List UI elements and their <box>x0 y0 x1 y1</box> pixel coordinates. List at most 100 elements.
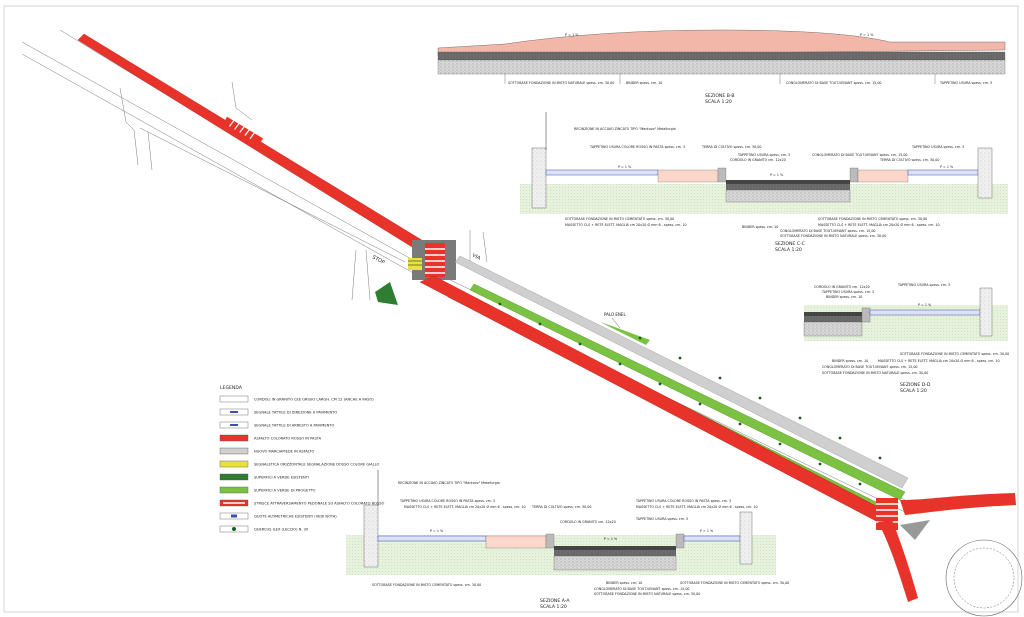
section-dd-bottom-2: MASSETTO CLS + RETE ELETT. MAGLIA cm 20x… <box>878 358 1000 363</box>
legend-item-label: QUOTE ALTIMETRICHE ESISTENTI (VEDI NOTA) <box>254 515 337 519</box>
section-bb-label-1: BINDER spess. cm. 10 <box>626 81 662 85</box>
section-cc-top-5: CONGLOMERATO DI BASE TOUT-VENANT spess. … <box>812 153 908 157</box>
section-bb-slope-right: P = 1 % <box>860 33 874 37</box>
legend-tactile-mark <box>230 424 238 426</box>
section-dd-bottom-1: BINDER spess. cm. 10 <box>832 359 868 363</box>
section-dd-base <box>803 321 863 337</box>
legend-item-label: STRISCE ATTRAVERSAMENTO PEDONALE SU ASFA… <box>254 502 384 506</box>
tree-row-lower <box>638 336 882 460</box>
section-cc-scale: SCALA 1:20 <box>775 247 802 253</box>
legend-item: SEGNALETICA ORIZZONTALE SEGNALAZIONE DOS… <box>219 460 379 468</box>
crossing-upper <box>222 116 264 146</box>
section-cc-top-3: TAPPETINO USURA spess. cm. 3 <box>737 153 790 157</box>
section-aa-binder <box>554 550 676 556</box>
section-cc-bottom-4: MASSETTO CLS + RETE ELETT. MAGLIA cm 20x… <box>818 222 940 227</box>
section-cc-slope-2: P = 1 % <box>940 165 953 169</box>
section-aa-bottom-0: SOTTOBASE FONDAZIONE IN MISTO CEMENTATO … <box>372 583 481 587</box>
section-dd: CORDOLO IN GRANITO cm. 12x20 TAPPETINO U… <box>803 283 1009 394</box>
legend-item: SUPERFICI A VERDE ESISTENTI <box>219 473 309 481</box>
section-cc-top-4: CORDOLO IN GRANITO cm. 12x20 <box>730 158 786 162</box>
section-aa-sidewalk-right <box>683 535 741 542</box>
section-cc-bottom-1: MASSETTO CLS + RETE ELETT. MAGLIA cm 20x… <box>565 222 687 227</box>
side-street-c <box>133 129 153 171</box>
red-lane-upper <box>77 33 426 256</box>
section-cc-binder <box>726 184 850 190</box>
green-palo-strip <box>600 322 650 345</box>
section-bb-label-3: TAPPETINO USURA spess. cm. 3 <box>939 81 992 85</box>
section-cc-title: SEZIONE C-C <box>775 241 805 247</box>
section-aa-slope-2: P = 1 % <box>700 529 713 533</box>
section-bb-subbase <box>437 59 1006 75</box>
street-label-via: VIA <box>471 252 482 261</box>
section-cc-top-1: TAPPETINO USURA COLORE ROSSO IN PASTA sp… <box>589 145 685 149</box>
tree-row-upper <box>498 302 862 486</box>
legend-item: SEGNALE TATTILE DI ARRESTO A PAVIMENTO <box>219 421 334 429</box>
section-aa-slope-0: P = 1 % <box>430 529 443 533</box>
street-label-stop: STOP <box>371 254 385 265</box>
section-aa-top-5: TAPPETINO USURA spess. cm. 3 <box>635 517 688 521</box>
section-dd-scale: SCALA 1:20 <box>900 388 927 394</box>
section-aa-curb-left <box>545 533 555 549</box>
green-existing-triangle <box>375 282 398 305</box>
section-aa-bottom-3: SOTTOBASE FONDAZIONE IN MISTO NATURALE s… <box>594 592 700 596</box>
green-project-strip <box>469 283 906 501</box>
palo-enel-label: PALO ENEL <box>604 312 626 317</box>
section-aa-wall-left <box>363 504 379 568</box>
section-aa-curb-right <box>675 533 685 549</box>
section-cc-top-7: TAPPETINO USURA spess. cm. 3 <box>911 145 964 149</box>
legend-item-label: SEGNALE TATTILE DI ARRESTO A PAVIMENTO <box>254 424 334 428</box>
section-bb-label-0: SOTTOBASE FONDAZIONE IN MISTO NATURALE s… <box>508 81 614 85</box>
section-cc: RECINZIONE IN ACCIAIO ZINCATO TIPO "Mant… <box>520 112 1008 253</box>
section-aa-title: SEZIONE A-A <box>540 598 570 604</box>
section-dd-bottom-3: CONGLOMERATO DI BASE TOUT-VENANT spess. … <box>822 365 918 369</box>
road-edge-mid <box>21 53 906 513</box>
section-aa-cycle-lane <box>377 535 487 542</box>
legend: LEGENDA CORDOLI IN GRANITO CEE GRIGIO LA… <box>219 385 384 533</box>
section-cc-slope-0: P = 1 % <box>618 165 631 169</box>
section-aa-top-4: CORDOLO IN GRANITO cm. 12x20 <box>560 520 616 524</box>
section-cc-wearing <box>726 180 850 184</box>
section-cc-topsoil-right <box>857 169 909 183</box>
section-aa-topsoil <box>485 535 547 549</box>
section-cc-bottom-0: SOTTOBASE FONDAZIONE IN MISTO CEMENTATO … <box>565 217 674 221</box>
section-bb-label-2: CONGLOMERATO DI BASE TOUT-VENANT spess. … <box>786 81 882 85</box>
legend-item: QUERCUS ILEX (LECCIO) N. 39 <box>219 525 309 533</box>
legend-item-label: NUOVO MARCIAPIEDE IN ASFALTO <box>254 450 315 454</box>
legend-item: NUOVO MARCIAPIEDE IN ASFALTO <box>219 447 315 455</box>
legend-item: SEGNALE TATTILE DI DIREZIONE A PAVIMENTO <box>219 408 337 416</box>
legend-swatch-fill <box>219 447 249 455</box>
legend-item-label: SUPERFICI A VERDE DI PROGETTO <box>254 489 316 493</box>
section-aa-bottom-1: BINDER spess. cm. 10 <box>606 581 642 585</box>
section-cc-bottom-3: SOTTOBASE FONDAZIONE IN MISTO CEMENTATO … <box>818 217 927 221</box>
section-dd-slope: P = 1 % <box>918 303 931 307</box>
section-dd-binder <box>804 316 862 322</box>
section-cc-bottom-2: BINDER spess. cm. 10 <box>742 225 778 229</box>
section-aa-bottom-4: SOTTOBASE FONDAZIONE IN MISTO CEMENTATO … <box>680 581 789 585</box>
roundabout-inner <box>953 547 1015 609</box>
legend-item-label: SUPERFICI A VERDE ESISTENTI <box>254 476 309 480</box>
plan-view: STOP VIA PALO ENEL <box>21 29 1023 617</box>
legend-swatch-curb <box>219 395 249 403</box>
section-cc-wall-left <box>531 147 547 209</box>
legend-swatch-fill <box>219 434 249 442</box>
section-cc-sidewalk-right <box>907 169 979 176</box>
section-aa-top-6: TAPPETINO USURA COLORE ROSSO IN PASTA sp… <box>635 499 731 503</box>
section-aa: RECINZIONE IN ACCIAIO ZINCATO TIPO "Mant… <box>346 470 789 610</box>
roundabout-outer <box>945 539 1023 617</box>
legend-swatch-yellow <box>219 460 249 468</box>
red-lane-curve-down <box>878 520 918 602</box>
section-dd-top-1: TAPPETINO USURA spess. cm. 3 <box>821 290 874 294</box>
legend-item-label: QUERCUS ILEX (LECCIO) N. 39 <box>254 528 309 532</box>
legend-item-label: SEGNALETICA ORIZZONTALE SEGNALAZIONE DOS… <box>254 463 379 467</box>
red-lane-curve-right <box>900 493 1016 515</box>
legend-item: SUPERFICI A VERDE DI PROGETTO <box>219 486 316 494</box>
side-street-b <box>231 81 253 121</box>
section-aa-wearing <box>554 546 676 550</box>
section-dd-curb <box>861 307 871 323</box>
legend-title: LEGENDA <box>220 385 243 391</box>
legend-tree-icon <box>232 527 236 531</box>
crossing-intersection <box>425 243 445 277</box>
section-dd-wall <box>979 287 993 337</box>
legend-item-label: CORDOLI IN GRANITO CEE GRIGIO LARGH. CM … <box>254 398 374 402</box>
